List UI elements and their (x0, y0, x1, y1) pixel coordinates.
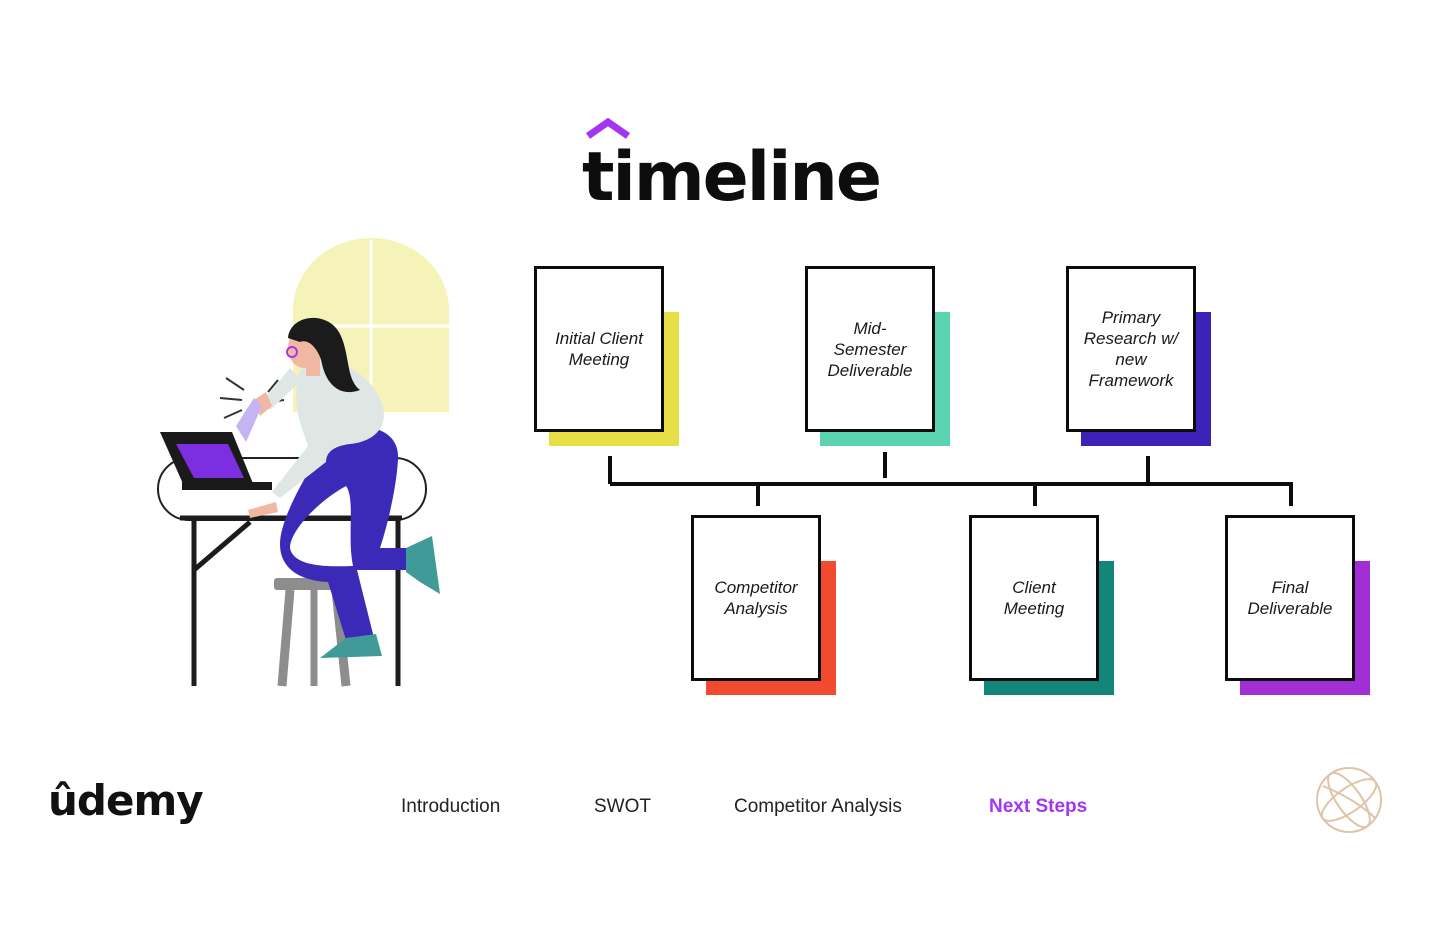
card-face: Final Deliverable (1225, 515, 1355, 681)
nav-item-competitor-analysis[interactable]: Competitor Analysis (734, 796, 902, 817)
udemy-chevron-icon (586, 118, 630, 139)
card-label: Final Deliverable (1247, 578, 1333, 618)
logo-text: ûdemy (48, 776, 204, 825)
card-label: Initial Client Meeting (555, 329, 643, 369)
card-face: Initial Client Meeting (534, 266, 664, 432)
nav-item-swot[interactable]: SWOT (594, 796, 651, 817)
card-face: Mid-Semester Deliverable (805, 266, 935, 432)
card-face: Client Meeting (969, 515, 1099, 681)
woman-at-laptop-illustration (157, 238, 449, 687)
timeline-card-competitor-analysis: Competitor Analysis (691, 515, 836, 695)
timeline-card-mid-semester-deliverable: Mid-Semester Deliverable (805, 266, 950, 446)
card-label: Client Meeting (1003, 578, 1065, 618)
timeline-card-initial-client-meeting: Initial Client Meeting (534, 266, 679, 446)
card-face: Primary Research w/ new Framework (1066, 266, 1196, 432)
timeline-card-final-deliverable: Final Deliverable (1225, 515, 1370, 695)
woman-figure (236, 317, 440, 658)
laptop (160, 432, 272, 490)
nav-item-introduction[interactable]: Introduction (401, 796, 501, 817)
page-title: timeline (582, 138, 882, 217)
card-label: Primary Research w/ new Framework (1083, 308, 1179, 390)
card-face: Competitor Analysis (691, 515, 821, 681)
timeline-card-primary-research: Primary Research w/ new Framework (1066, 266, 1211, 446)
udemy-logo[interactable]: ûdemy (46, 768, 216, 838)
card-label: Competitor Analysis (714, 578, 798, 618)
section-nav: Introduction SWOT Competitor Analysis Ne… (0, 796, 1440, 820)
timeline-card-client-meeting: Client Meeting (969, 515, 1114, 695)
card-label: Mid-Semester Deliverable (827, 318, 913, 380)
nav-item-next-steps[interactable]: Next Steps (989, 796, 1088, 817)
motion-lines (219, 377, 285, 419)
globe-icon (1316, 767, 1382, 833)
title-block: timeline (582, 118, 882, 218)
